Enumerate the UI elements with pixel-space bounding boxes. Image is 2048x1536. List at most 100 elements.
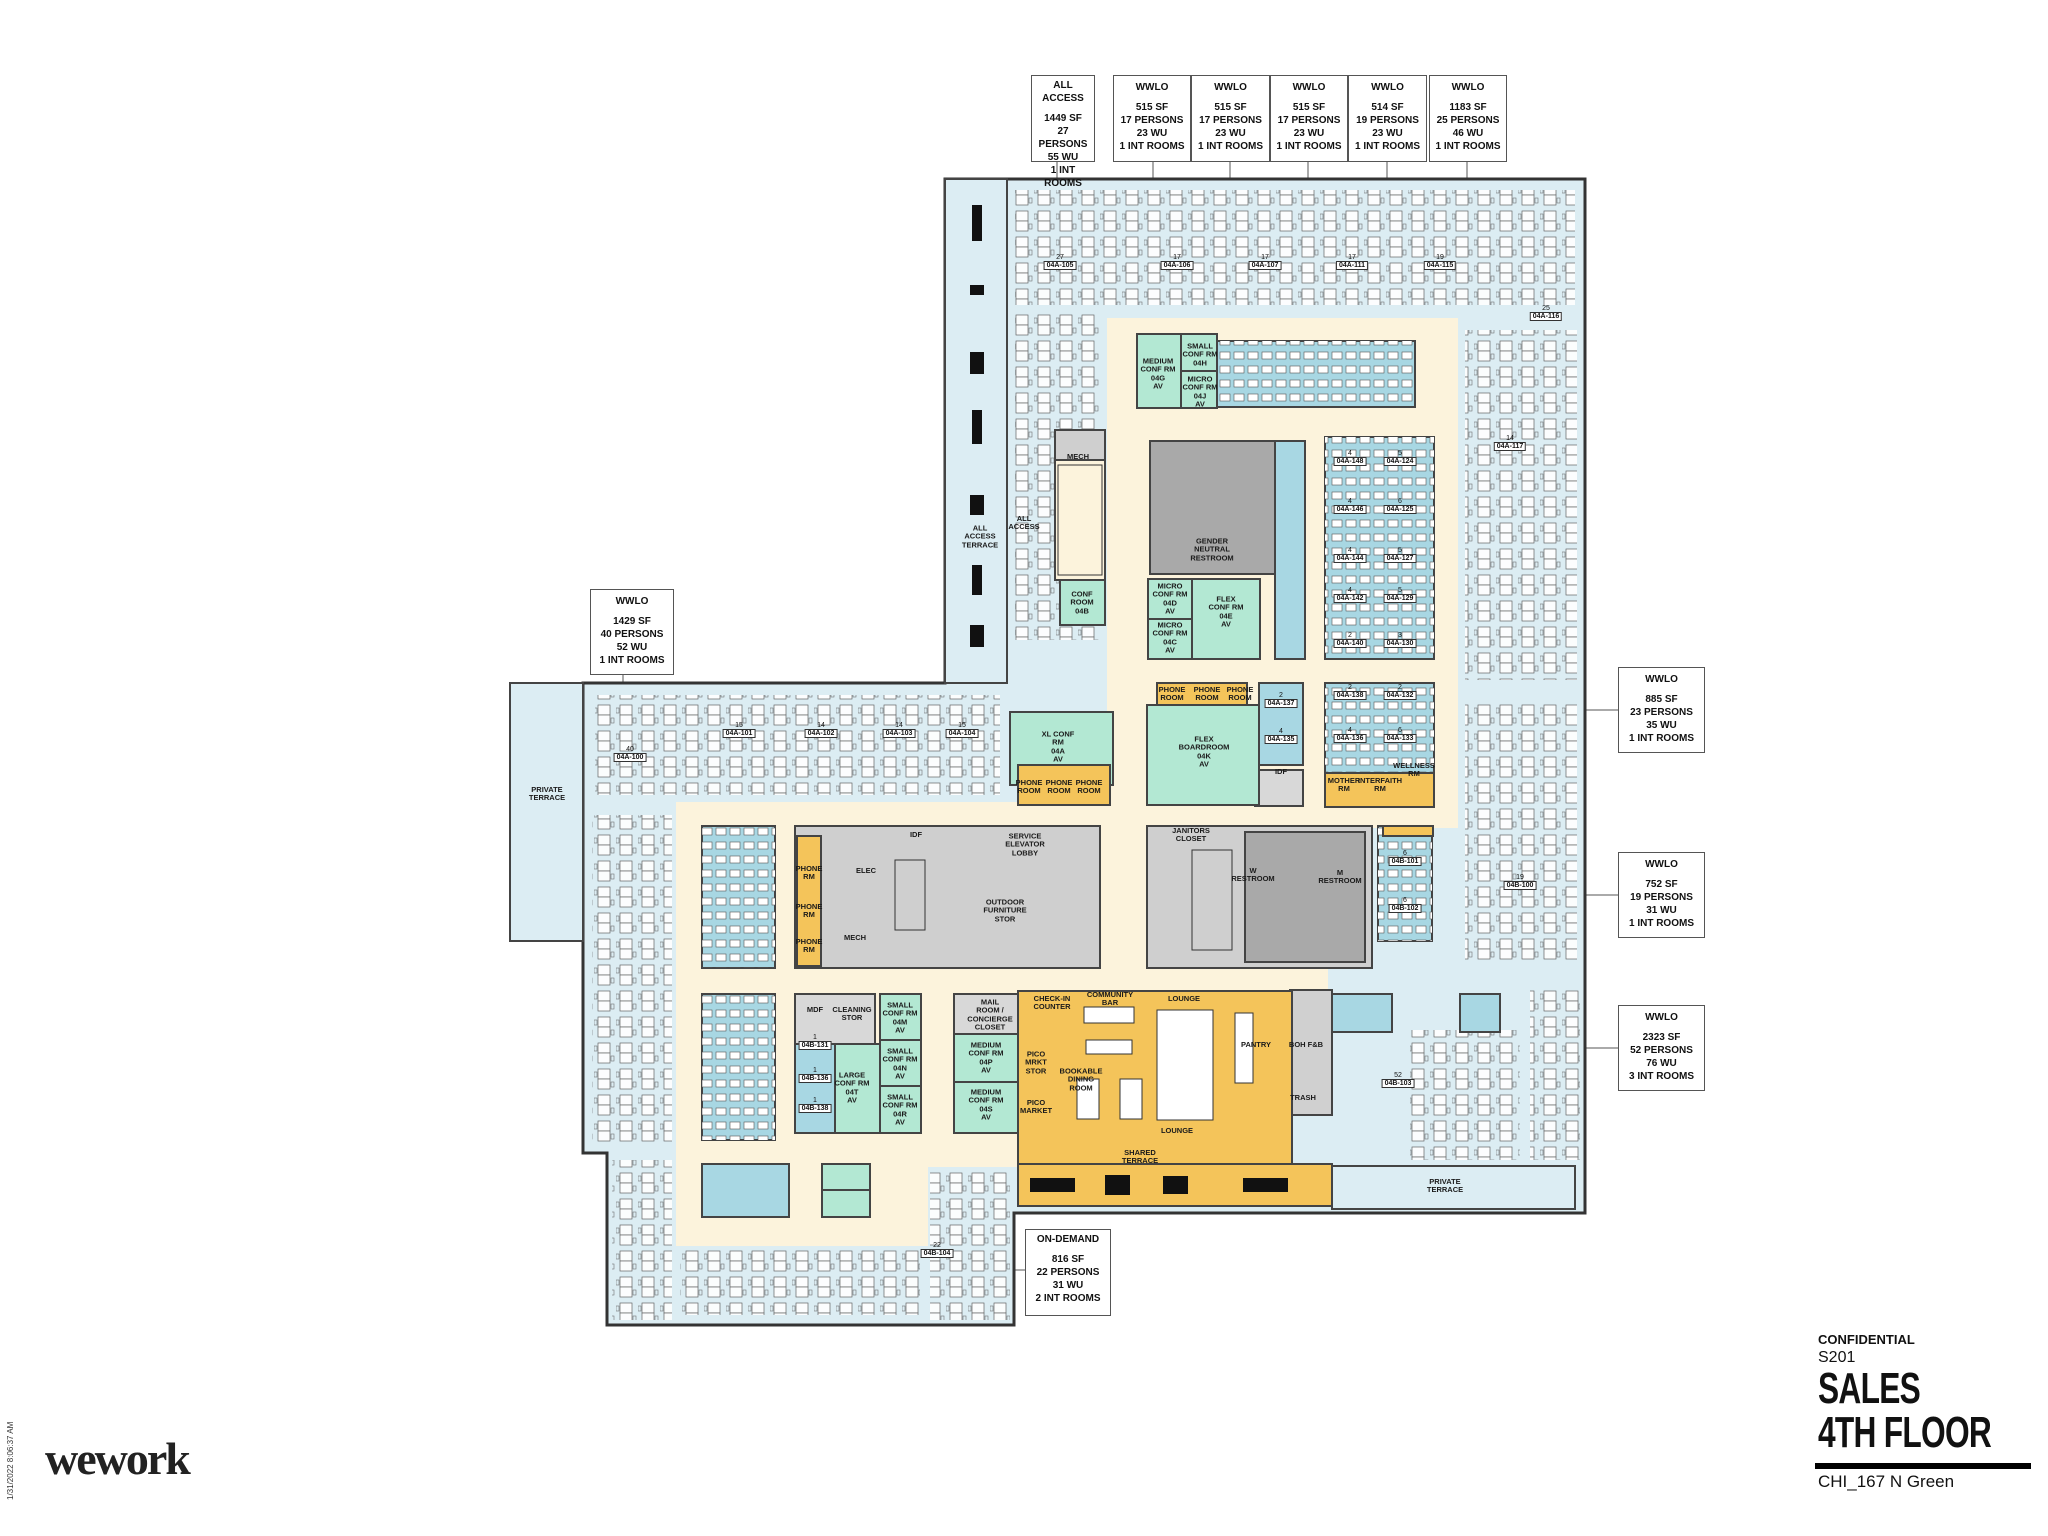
tag-count: 4: [1348, 498, 1352, 505]
info-rooms: 1 INT ROOMS: [1197, 141, 1263, 152]
info-title: WWLO: [1645, 674, 1678, 685]
tag-id: 04A-103: [882, 729, 916, 738]
info-persons: 17 PERSONS: [1199, 115, 1262, 126]
info-title: WWLO: [1214, 82, 1247, 93]
info-rooms: 1 INT ROOMS: [1435, 141, 1501, 152]
lounge-furniture: [1076, 1006, 1254, 1121]
info-wu: 76 WU: [1646, 1058, 1677, 1069]
room-label-idf: IDF: [909, 829, 923, 839]
room-label-m-restroom: M RESTROOM: [1318, 867, 1362, 885]
info-wu: 31 WU: [1052, 1280, 1084, 1291]
info-wu: 23 WU: [1372, 128, 1403, 139]
room-label-conf-04p: MEDIUM CONF RM 04P AV: [968, 1040, 1004, 1075]
tag-id: 04A-140: [1333, 639, 1367, 648]
info-rooms: 1 INT ROOMS: [1628, 918, 1694, 929]
tag-count: 1: [813, 1097, 817, 1104]
room-label-conf-04a: XL CONF RM 04A AV: [1041, 729, 1075, 764]
terrace-furniture: [970, 205, 984, 647]
info-sf: 515 SF: [1135, 102, 1169, 113]
room-label-conf-04c: MICRO CONF RM 04C AV: [1152, 620, 1188, 655]
room-label-conf-04j: MICRO CONF RM 04J AV: [1182, 374, 1218, 409]
tag-count: 4: [1348, 727, 1352, 734]
info-title: ALL ACCESS: [1042, 80, 1084, 104]
info-box-wwlo-top-2: WWLO 515 SF 17 PERSONS 23 WU 1 INT ROOMS: [1191, 75, 1270, 162]
info-box-wwlo-top-4: WWLO 514 SF 19 PERSONS 23 WU 1 INT ROOMS: [1348, 75, 1427, 162]
tag-count: 4: [1348, 547, 1352, 554]
room-label-interfaith-room: INTERFAITH RM: [1357, 775, 1403, 793]
tag-count: 5: [1398, 547, 1402, 554]
tag-id: 04A-116: [1529, 312, 1563, 321]
info-wu: 52 WU: [616, 642, 648, 653]
info-title: WWLO: [1645, 859, 1678, 870]
room-label-conf-04n: SMALL CONF RM 04N AV: [882, 1046, 918, 1081]
info-persons: 52 PERSONS: [1630, 1045, 1693, 1056]
open-office-desks: [592, 190, 1580, 1320]
room-label-bookable-dining-room: BOOKABLE DINING ROOM: [1059, 1066, 1103, 1093]
tag-id: 04A-135: [1264, 735, 1298, 744]
building-core: [794, 429, 1373, 1116]
info-box-on-demand: ON-DEMAND 816 SF 22 PERSONS 31 WU 2 INT …: [1025, 1229, 1111, 1316]
info-title: WWLO: [1371, 82, 1404, 93]
tag-count: 2: [1348, 632, 1352, 639]
tag-count: 17: [1348, 254, 1356, 261]
room-label-w-restroom: W RESTROOM: [1231, 865, 1275, 883]
room-label-pico-market: PICO MARKET: [1019, 1097, 1053, 1115]
info-title: WWLO: [1451, 82, 1485, 93]
tag-id: 04A-132: [1383, 691, 1417, 700]
room-label-phone-room: PHONE ROOM: [1158, 684, 1186, 702]
meeting-rooms: [821, 333, 1261, 1218]
tag-id: 04B-100: [1503, 881, 1537, 890]
info-box-wwlo-left: WWLO 1429 SF 40 PERSONS 52 WU 1 INT ROOM…: [590, 589, 674, 675]
room-label-conf-04m: SMALL CONF RM 04M AV: [882, 1000, 918, 1035]
room-label-trash: TRASH: [1290, 1092, 1316, 1102]
room-label-service-elevator-lobby: SERVICE ELEVATOR LOBBY: [1005, 831, 1045, 858]
info-persons: 27 PERSONS: [1038, 126, 1088, 150]
tag-count: 6: [1398, 498, 1402, 505]
room-label-conf-04r: SMALL CONF RM 04R AV: [882, 1092, 918, 1127]
tag-id: 04A-137: [1264, 699, 1298, 708]
tag-count: 15: [735, 722, 743, 729]
shared-terrace-furniture: [1030, 1175, 1288, 1195]
room-label-boh-fb: BOH F&B: [1288, 1039, 1324, 1049]
tag-id: 04A-105: [1043, 261, 1077, 270]
tag-count: 14: [1506, 435, 1514, 442]
tag-id: 04A-125: [1383, 505, 1417, 514]
tag-count: 4: [1348, 450, 1352, 457]
info-wu: 35 WU: [1646, 720, 1677, 731]
info-rooms: 1 INT ROOMS: [1628, 733, 1694, 744]
room-label-janitors-closet: JANITORS CLOSET: [1172, 825, 1210, 843]
tag-count: 52: [1394, 1072, 1402, 1079]
room-label-mech: MECH: [1066, 451, 1090, 461]
stairs: [894, 464, 1233, 951]
room-label-conf-04b: CONF ROOM 04B: [1070, 589, 1094, 616]
tag-id: 04B-101: [1388, 857, 1422, 866]
tag-id: 04A-104: [945, 729, 979, 738]
room-label-all-access-terrace: ALL ACCESS TERRACE: [961, 523, 999, 550]
room-label-conf-04h: SMALL CONF RM 04H: [1182, 341, 1218, 368]
room-label-lounge: LOUNGE: [1160, 1125, 1194, 1135]
room-label-shared-terrace: SHARED TERRACE: [1121, 1147, 1159, 1165]
tag-count: 1: [813, 1034, 817, 1041]
info-sf: 752 SF: [1645, 879, 1678, 890]
info-sf: 515 SF: [1292, 102, 1326, 113]
room-label-conf-04g: MEDIUM CONF RM 04G AV: [1140, 356, 1176, 391]
tag-count: 3: [1398, 632, 1402, 639]
room-label-phone-room: PHONE ROOM: [1226, 684, 1254, 702]
room-label-phone-room: PHONE ROOM: [1015, 777, 1043, 795]
tag-id: 04B-131: [798, 1041, 832, 1050]
room-label-lounge: LOUNGE: [1167, 993, 1201, 1003]
info-persons: 19 PERSONS: [1356, 115, 1419, 126]
tag-id: 04B-103: [1381, 1079, 1415, 1088]
